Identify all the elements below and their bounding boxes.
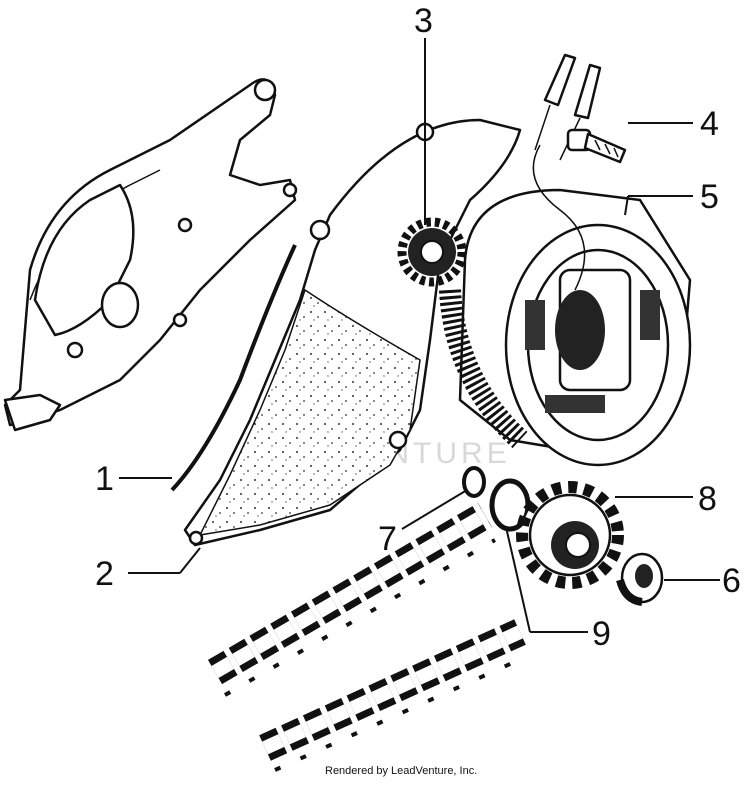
callout-4: 4 xyxy=(700,105,719,143)
leader-lines xyxy=(119,38,720,633)
part-5-stator-assembly xyxy=(439,144,692,467)
wire-connectors xyxy=(534,53,602,161)
callout-1: 1 xyxy=(95,460,114,498)
callout-3: 3 xyxy=(414,2,433,40)
callout-7: 7 xyxy=(378,520,397,558)
part-8-sprocket xyxy=(516,481,624,589)
callout-labels: 1 2 3 4 5 6 7 8 9 xyxy=(95,2,741,653)
callout-2: 2 xyxy=(95,555,114,593)
part-1-gasket-strip xyxy=(170,244,297,492)
callout-6: 6 xyxy=(722,562,741,600)
part-4-bolt xyxy=(566,128,627,164)
part-6-bushing xyxy=(616,552,664,606)
callout-5: 5 xyxy=(700,178,719,216)
part-3-small-gear xyxy=(397,217,467,287)
left-housing-bracket xyxy=(3,78,298,432)
part-7-circlip-ring xyxy=(462,466,486,498)
callout-8: 8 xyxy=(698,480,717,518)
credit-text: Rendered by LeadVenture, Inc. xyxy=(325,765,477,777)
drive-chains xyxy=(207,502,531,772)
callout-9: 9 xyxy=(592,615,611,653)
